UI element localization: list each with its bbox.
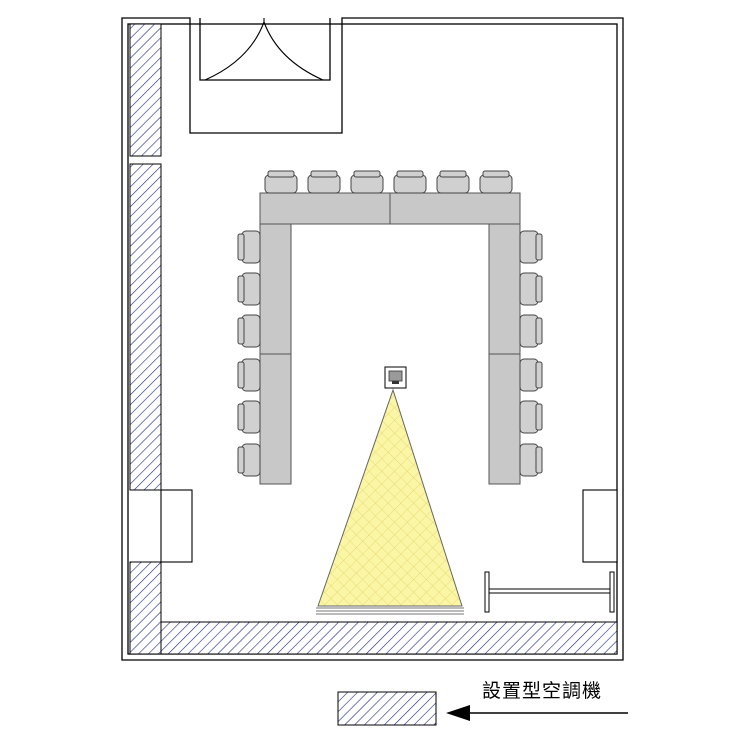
ac-unit-left-bottom: [129, 561, 162, 655]
chair: [519, 358, 543, 392]
chair: [519, 230, 543, 264]
chair: [237, 400, 261, 434]
table-top-right: [389, 192, 521, 225]
legend-label: 設置型空調機: [482, 680, 603, 702]
ac-unit-left-middle: [129, 163, 162, 491]
table-left-lower: [259, 353, 292, 485]
table-left-upper: [259, 223, 292, 355]
projector: [384, 366, 407, 389]
chair: [237, 358, 261, 392]
table-right-upper: [488, 223, 521, 355]
chair: [519, 314, 543, 348]
ac-unit-bottom: [160, 621, 618, 655]
chair: [237, 314, 261, 348]
conference-tables: [259, 192, 521, 485]
chair: [519, 443, 543, 477]
chair: [237, 230, 261, 264]
legend-swatch: [337, 691, 437, 726]
chair: [519, 272, 543, 306]
ac-unit-left-top: [129, 23, 162, 157]
double-door: [204, 18, 324, 81]
air-conditioner-units: [129, 23, 618, 655]
chair: [307, 170, 341, 194]
chair: [350, 170, 384, 194]
chair: [479, 170, 513, 194]
chair: [393, 170, 427, 194]
chair: [264, 170, 298, 194]
table-right-lower: [488, 353, 521, 485]
table-top-left: [259, 192, 391, 225]
chairs-right: [519, 230, 543, 477]
whiteboard-stand: [484, 571, 615, 613]
left-arrow-icon: [446, 705, 628, 721]
chairs-left: [237, 230, 261, 477]
chair: [436, 170, 470, 194]
chair: [519, 400, 543, 434]
wall-columns: [160, 489, 618, 563]
projection-screen: [316, 607, 464, 615]
projection-beam: [317, 388, 463, 607]
chair: [237, 443, 261, 477]
chair: [237, 272, 261, 306]
chairs-top: [264, 170, 513, 194]
